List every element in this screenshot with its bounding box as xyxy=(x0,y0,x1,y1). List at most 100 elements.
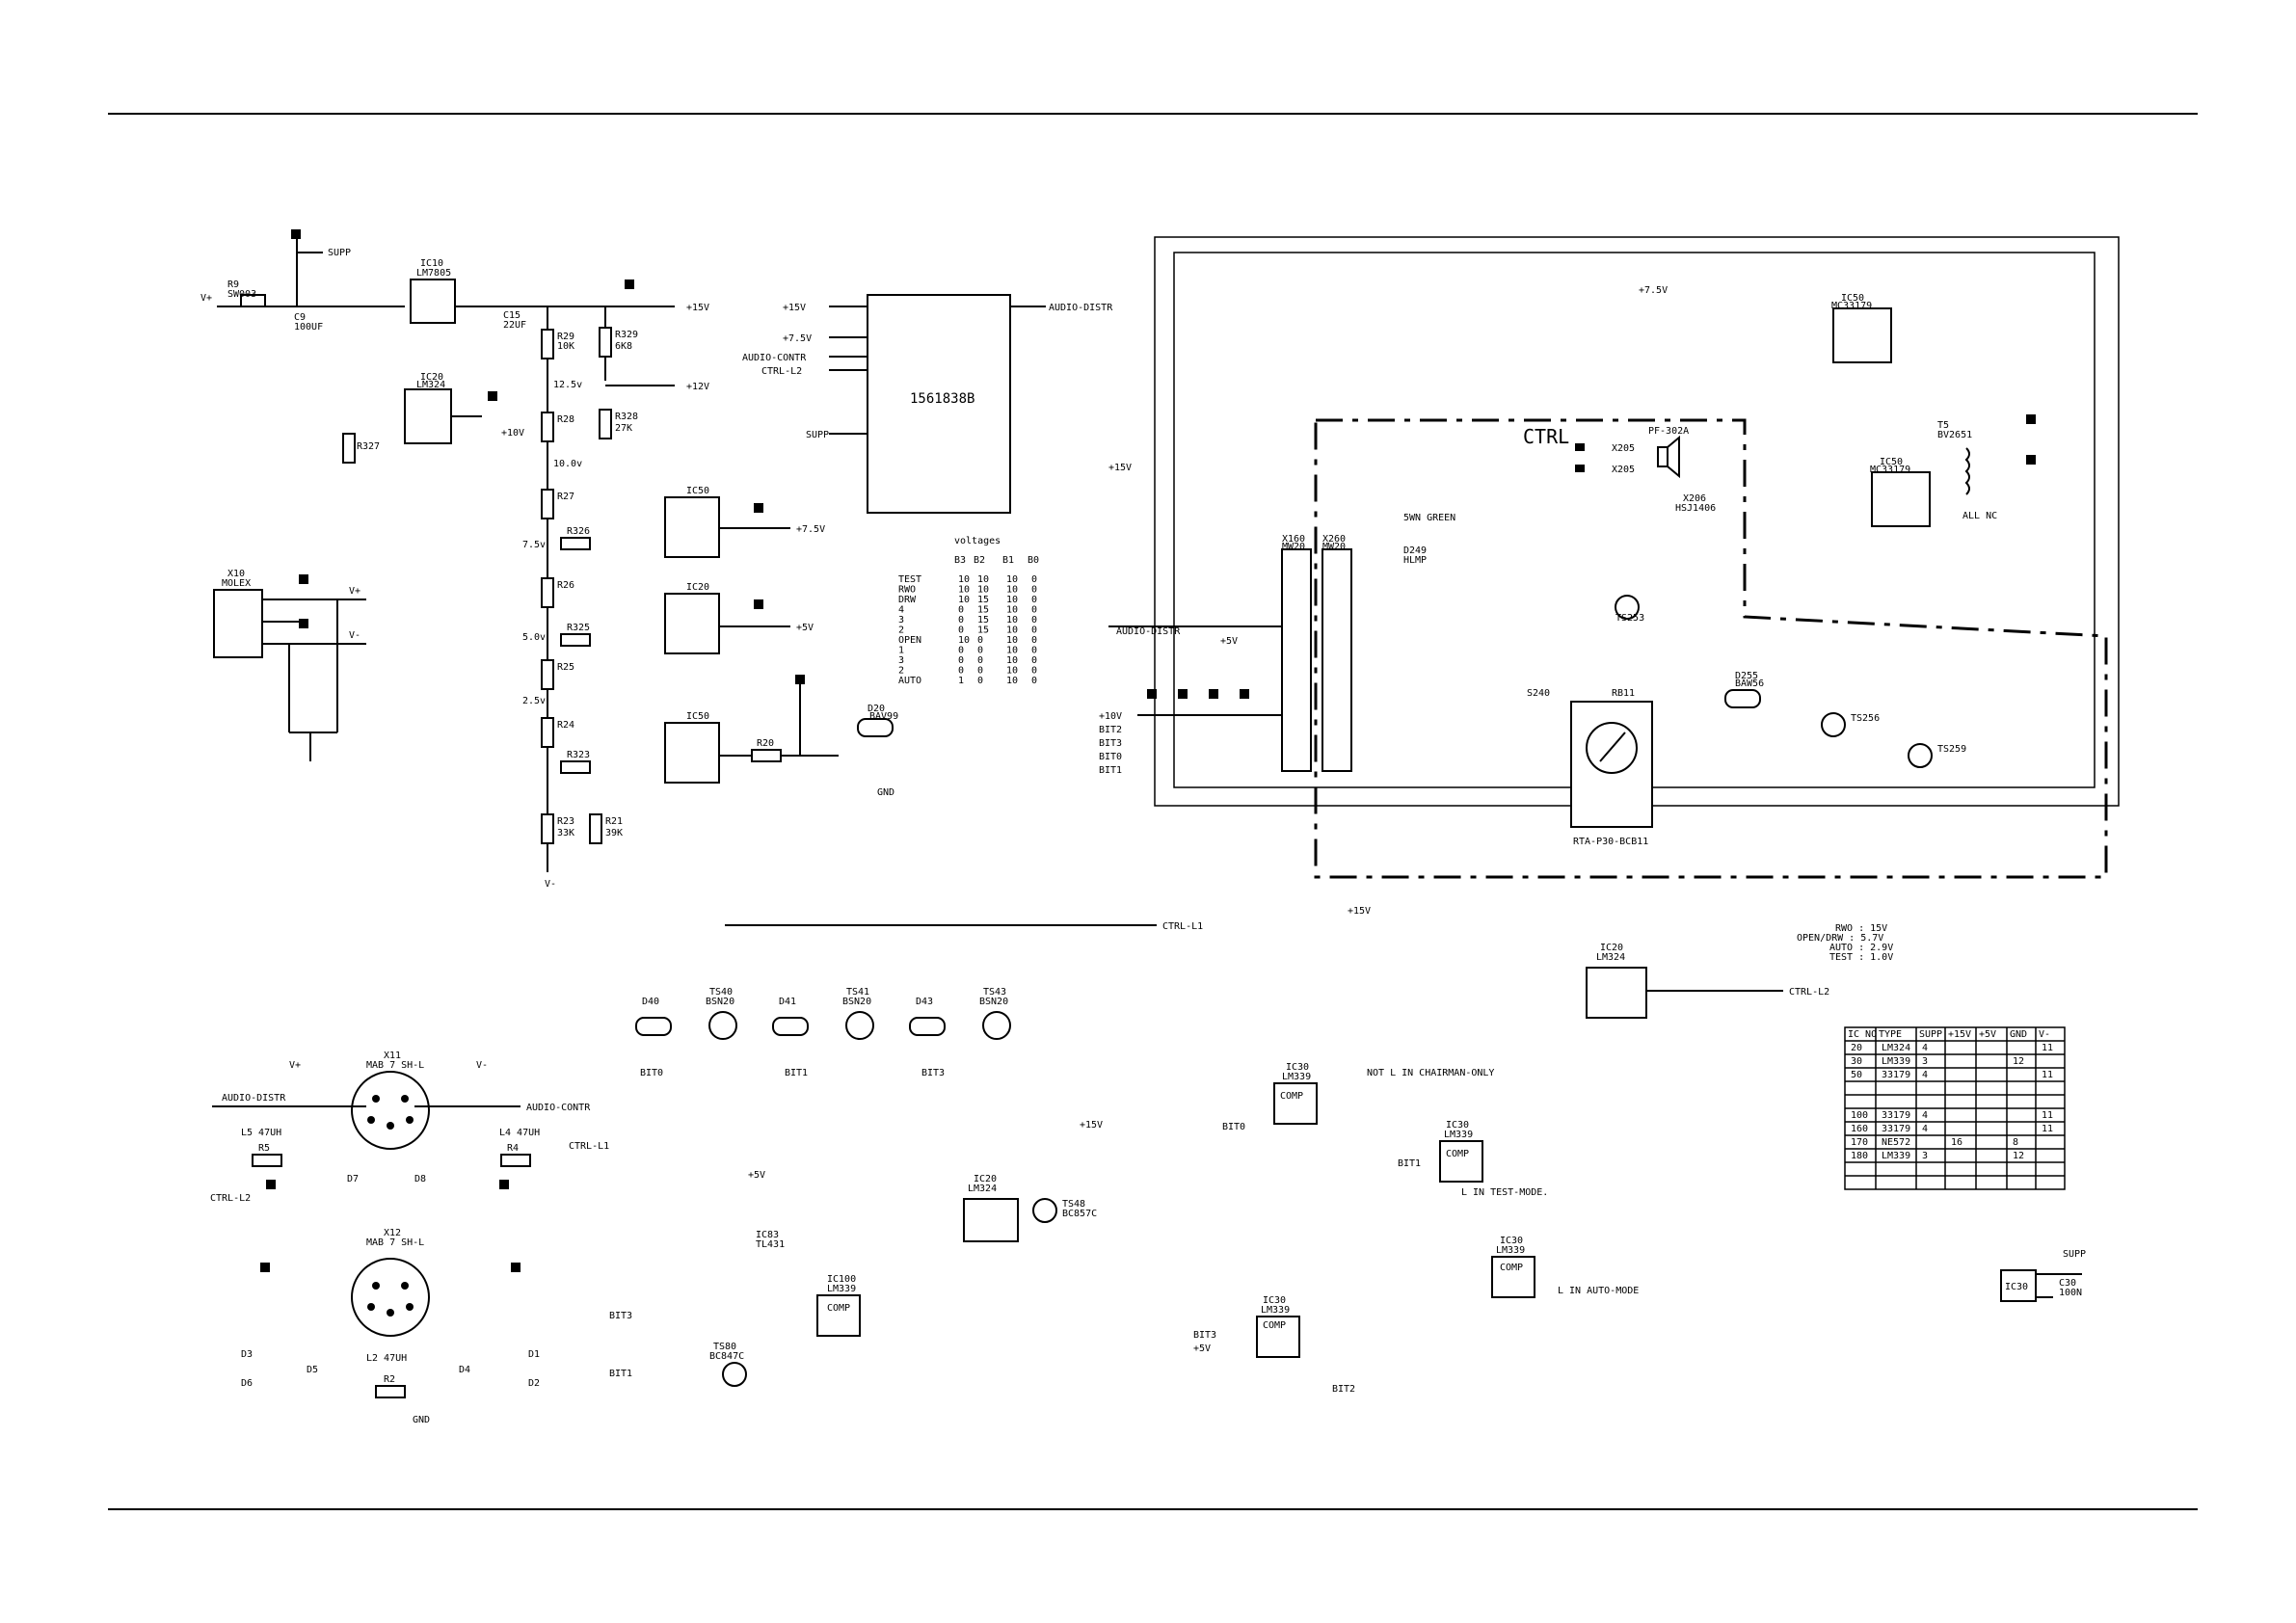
voltages-cell: 0 xyxy=(977,676,983,686)
voltages-cell: 0 xyxy=(1031,635,1037,646)
svg-text:R4: R4 xyxy=(507,1143,519,1154)
svg-text:39K: 39K xyxy=(605,828,623,838)
voltages-cell: 10 xyxy=(958,574,970,585)
svg-text:CTRL-L2: CTRL-L2 xyxy=(761,366,802,377)
x10-connector: X10 MOLEX V+ V- xyxy=(213,569,366,761)
svg-text:L5 47UH: L5 47UH xyxy=(241,1128,281,1138)
svg-text:AUDIO-DISTR: AUDIO-DISTR xyxy=(1116,626,1181,637)
svg-text:5.0v: 5.0v xyxy=(522,632,546,643)
voltages-cell: 10 xyxy=(958,585,970,596)
r4-resistor xyxy=(500,1154,531,1167)
ic50-buffer-75v xyxy=(664,496,720,558)
voltages-cell: 0 xyxy=(977,646,983,656)
w4-test-point xyxy=(499,1180,509,1189)
ts259-transistor xyxy=(1908,743,1933,768)
x10-body xyxy=(213,589,263,658)
svg-text:X160: X160 xyxy=(1282,534,1305,545)
mode-voltage-line: RWO : 15V xyxy=(1835,923,1887,934)
svg-text:R28: R28 xyxy=(557,414,574,425)
ts40-mosfet xyxy=(708,1011,737,1040)
voltages-cell: 0 xyxy=(958,655,964,666)
w30-test-point xyxy=(1147,689,1157,699)
voltages-cell: 10 xyxy=(1006,574,1018,585)
svg-text:1561838B: 1561838B xyxy=(910,391,974,407)
voltages-cell: 10 xyxy=(1006,666,1018,677)
svg-text:IC10: IC10 xyxy=(420,258,443,269)
svg-text:R27: R27 xyxy=(557,492,574,502)
svg-text:12.5v: 12.5v xyxy=(553,380,582,390)
svg-text:MW20: MW20 xyxy=(1322,542,1346,552)
voltages-header-cell: B0 xyxy=(1028,555,1039,566)
voltages-cell: 0 xyxy=(1031,655,1037,666)
voltages-cell: 15 xyxy=(977,595,989,605)
svg-text:+15V: +15V xyxy=(686,303,709,313)
svg-text:R327: R327 xyxy=(357,441,380,452)
main-ic-section: 1561838B AUDIO-DISTR +15V +7.5V AUDIO-CO… xyxy=(742,294,1113,514)
svg-text:SUPP: SUPP xyxy=(2063,1249,2086,1260)
r327-resistor xyxy=(342,433,356,464)
svg-text:COMP: COMP xyxy=(1446,1149,1469,1159)
voltages-cell: 15 xyxy=(977,625,989,636)
svg-text:+5V: +5V xyxy=(1220,636,1238,647)
svg-text:BSN20: BSN20 xyxy=(706,997,734,1007)
w3-test-point xyxy=(260,1263,270,1272)
svg-text:IC30: IC30 xyxy=(1446,1120,1469,1131)
svg-text:PF-302A: PF-302A xyxy=(1648,426,1689,437)
svg-text:BV2651: BV2651 xyxy=(1937,430,1972,440)
vplus-in-label: V+ xyxy=(200,293,212,304)
svg-text:X12: X12 xyxy=(384,1228,401,1238)
svg-text:LM339: LM339 xyxy=(1261,1305,1290,1316)
svg-text:D5: D5 xyxy=(307,1365,318,1375)
r28-resistor xyxy=(541,412,554,442)
voltages-row-label: OPEN xyxy=(898,635,921,646)
voltages-cell: 10 xyxy=(1006,605,1018,616)
svg-text:CTRL-L2: CTRL-L2 xyxy=(1789,987,1829,998)
w57-test-point xyxy=(2026,414,2036,424)
voltages-cell: 10 xyxy=(958,635,970,646)
voltages-row-label: 4 xyxy=(898,605,904,616)
voltages-cell: 0 xyxy=(958,666,964,677)
svg-text:CTRL-L1: CTRL-L1 xyxy=(569,1141,609,1152)
svg-text:R323: R323 xyxy=(567,750,590,760)
svg-text:+5V: +5V xyxy=(748,1170,765,1181)
r328-resistor xyxy=(599,409,612,439)
ic-table-cell: 33179 xyxy=(1882,1110,1910,1121)
svg-text:33K: 33K xyxy=(557,828,574,838)
svg-text:C15: C15 xyxy=(503,310,521,321)
r2-resistor xyxy=(375,1385,406,1398)
ic-table-cell: LM339 xyxy=(1882,1151,1910,1161)
w25-test-point xyxy=(754,599,763,609)
voltages-cell: 10 xyxy=(977,574,989,585)
voltages-cell: 0 xyxy=(1031,666,1037,677)
svg-text:100N: 100N xyxy=(2059,1288,2082,1298)
svg-text:LM339: LM339 xyxy=(1444,1130,1473,1140)
svg-text:D43: D43 xyxy=(916,997,933,1007)
ic-table-cell: 100 xyxy=(1851,1110,1868,1121)
ic-table-cell: NE572 xyxy=(1882,1137,1910,1148)
ic-table-header-cell: SUPP xyxy=(1919,1029,1942,1040)
svg-text:R21: R21 xyxy=(605,816,623,827)
r24-resistor xyxy=(541,717,554,748)
svg-text:TS43: TS43 xyxy=(983,987,1006,998)
svg-text:BAV99: BAV99 xyxy=(869,711,898,722)
ic-table-cell: 3 xyxy=(1922,1056,1928,1067)
mode-voltage-line: AUTO : 2.9V xyxy=(1829,943,1893,953)
voltages-cell: 10 xyxy=(977,585,989,596)
r20-resistor xyxy=(751,749,782,762)
svg-text:D255: D255 xyxy=(1735,671,1758,681)
voltages-cell: 10 xyxy=(1006,585,1018,596)
voltages-cell: 10 xyxy=(1006,615,1018,625)
voltages-cell: 1 xyxy=(958,676,964,686)
ic-table-cell: 20 xyxy=(1851,1043,1862,1053)
svg-text:R9: R9 xyxy=(227,279,239,290)
voltages-cell: 0 xyxy=(958,605,964,616)
svg-text:D40: D40 xyxy=(642,997,659,1007)
svg-text:LM339: LM339 xyxy=(827,1284,856,1294)
r9-resistor xyxy=(240,294,266,307)
svg-text:BAW56: BAW56 xyxy=(1735,678,1764,689)
voltages-cell: 10 xyxy=(1006,635,1018,646)
svg-text:2.5v: 2.5v xyxy=(522,696,546,706)
ic-table-cell: LM324 xyxy=(1882,1043,1910,1053)
ic-table-cell: 12 xyxy=(2013,1056,2024,1067)
w27-test-point xyxy=(488,391,497,401)
